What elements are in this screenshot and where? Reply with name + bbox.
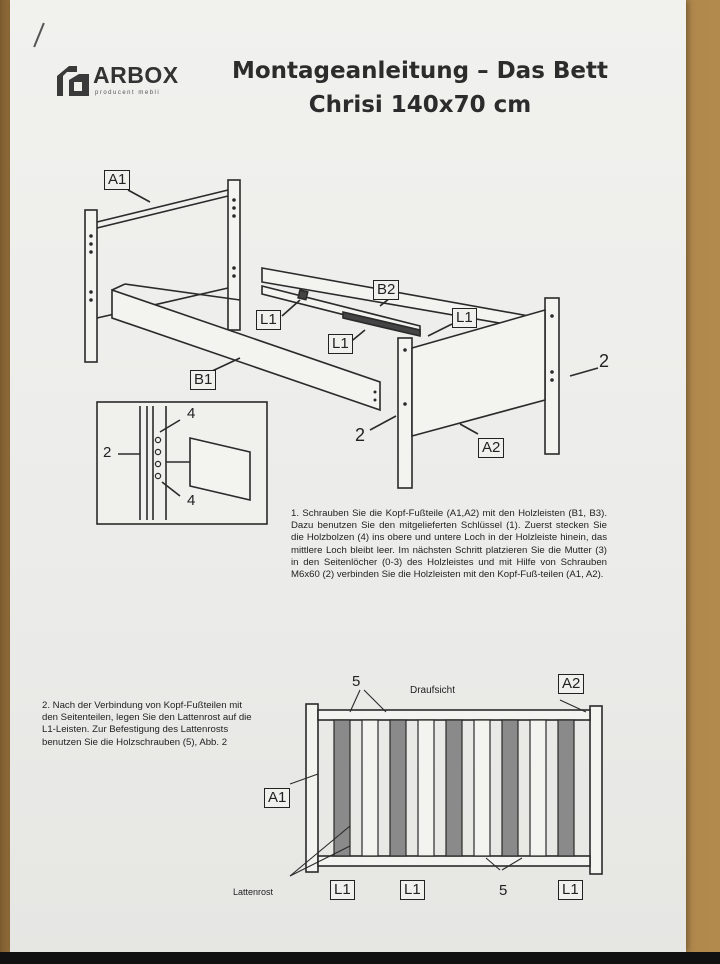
title-line-2: Chrisi 140x70 cm — [308, 92, 532, 118]
frame-rail-bottom — [317, 855, 591, 867]
title-line-1: Montageanleitung – Das Bett — [231, 58, 609, 84]
label-2-mid: 2 — [355, 425, 366, 445]
step-2-instructions: 2. Nach der Verbindung von Kopf-Fußteile… — [42, 700, 252, 748]
label-4-top: 4 — [187, 405, 196, 422]
label-2-right: 2 — [599, 351, 610, 371]
headboard-post-right — [227, 179, 241, 331]
side-rail-b1 — [111, 288, 381, 412]
arbox-logo-icon — [57, 66, 89, 96]
label-a1: A1 — [104, 170, 131, 190]
brand-tagline: producent mebli — [95, 90, 161, 96]
top-view-label: Draufsicht — [410, 685, 456, 696]
slatted-frame-label: Lattenrost — [233, 887, 274, 897]
frame-end-left — [305, 703, 319, 873]
label-l1-mid: L1 — [328, 334, 353, 354]
brand-name: ARBOX — [93, 62, 179, 88]
frame-end-right — [589, 705, 603, 875]
label-b1: B1 — [190, 370, 217, 390]
fig2-label-5-top: 5 — [352, 673, 361, 690]
frame-rail-top — [317, 709, 591, 721]
label-4-bottom: 4 — [187, 492, 196, 509]
page-title: Montageanleitung – Das Bett Chrisi 140x7… — [200, 54, 640, 122]
fig2-label-l1-c: L1 — [558, 880, 583, 900]
fig2-label-a2: A2 — [558, 674, 585, 694]
bottom-edge — [0, 952, 720, 964]
fig2-label-a1: A1 — [264, 788, 291, 808]
arbox-logo: ARBOX producent mebli — [55, 62, 195, 102]
headboard-post-left — [84, 209, 98, 363]
label-b2: B2 — [373, 280, 400, 300]
fig2-label-l1-b: L1 — [400, 880, 425, 900]
step-1-instructions: 1. Schrauben Sie die Kopf-Fußteile (A1,A… — [291, 508, 607, 581]
label-l1-right: L1 — [452, 308, 477, 328]
label-a2: A2 — [478, 438, 505, 458]
fig2-label-5-bottom: 5 — [499, 882, 508, 899]
fig2-label-l1-a: L1 — [330, 880, 355, 900]
label-l1-left: L1 — [256, 310, 281, 330]
footboard-panel — [411, 308, 546, 438]
label-2-detail: 2 — [103, 444, 112, 461]
